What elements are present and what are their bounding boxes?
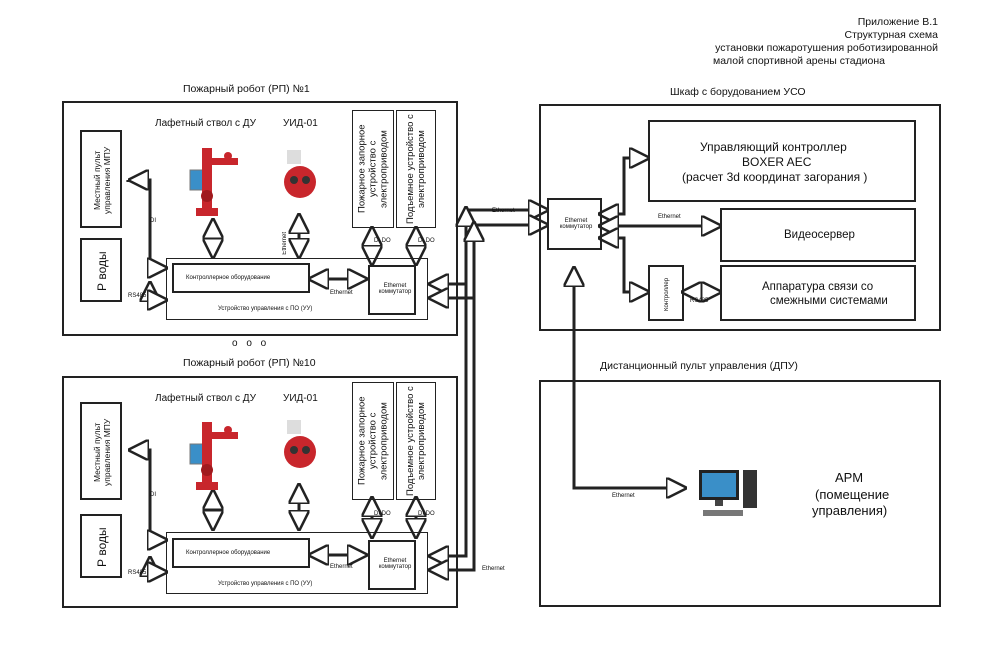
robot1-switch-box: Ethernet коммутатор [368, 265, 416, 315]
uso-comm-l2: смежными системами [770, 295, 888, 307]
ellipsis-dots: o o o [232, 338, 270, 349]
robot10-controller-text: Контроллерное оборудование [186, 550, 271, 556]
robot1-controller-box: Контроллерное оборудование [172, 263, 310, 293]
robot10-uid-label: УИД-01 [283, 393, 318, 404]
appendix-line-4: малой спортивной арены стадиона [712, 55, 885, 67]
robot10-lift-box: Подъемное устройство с электроприводом [396, 382, 436, 500]
robot10-dido-1: DI,DO [374, 511, 391, 517]
robot10-controller-box: Контроллерное оборудование [172, 538, 310, 568]
arm-l1: АРМ [835, 470, 864, 485]
robot10-rs485: RS485 [128, 570, 147, 576]
uso-frame [539, 104, 941, 331]
uso-controller-l2: BOXER AEC [742, 155, 812, 169]
robot10-frame [62, 376, 458, 608]
robot1-rs485: RS485 [128, 293, 147, 299]
appendix-line-2: Структурная схема [844, 29, 939, 41]
uso-small-ctrl-text: Контроллер [664, 277, 670, 311]
robot1-valve-text: Пожарное запорное устройство с электропр… [356, 124, 390, 214]
robot1-mpu-text: Местный пульт управления МПУ [92, 146, 112, 214]
dpu-title: Дистанционный пульт управления (ДПУ) [600, 360, 798, 372]
robot10-water-box: Р воды [80, 514, 122, 578]
robot10-uu-label: Устройство управления с ПО (УУ) [218, 581, 313, 587]
robot1-uu-frame [166, 258, 428, 320]
robot10-di-label: DI [150, 492, 156, 498]
robot1-valve-box: Пожарное запорное устройство с электропр… [352, 110, 394, 228]
robot1-di-label: DI [150, 218, 156, 224]
uid-sensor-icon [280, 420, 320, 475]
robot10-eth-inner: Ethernet [330, 564, 353, 570]
robot10-water-text: Р воды [95, 527, 109, 567]
uso-controller-l3: (расчет 3d координат загорания ) [682, 170, 868, 184]
uso-switch-box: Ethernet коммутатор [547, 198, 602, 250]
robot1-monitor-label: Лафетный ствол с ДУ [155, 118, 256, 129]
fire-monitor-icon [180, 130, 240, 220]
robot1-water-text: Р воды [95, 251, 109, 291]
robot10-lift-text: Подъемное устройство с электроприводом [405, 386, 427, 496]
uso-comm-l1: Аппаратура связи со [762, 281, 874, 293]
robot1-lift-text: Подъемное устройство с электроприводом [405, 114, 427, 224]
robot1-uu-label: Устройство управления с ПО (УУ) [218, 306, 313, 312]
robot10-mpu-text: Местный пульт управления МПУ [92, 418, 112, 486]
robot1-frame [62, 101, 458, 336]
uso-video-box: Видеосервер [720, 208, 916, 262]
uso-title: Шкаф с борудованием УСО [670, 86, 806, 98]
robot1-lift-box: Подъемное устройство с электроприводом [396, 110, 436, 228]
eth-bottom-label: Ethernet [482, 566, 505, 572]
uso-small-ctrl-box: Контроллер [648, 265, 684, 321]
robot1-water-box: Р воды [80, 238, 122, 302]
uso-switch-text: Ethernet коммутатор [559, 218, 593, 230]
robot1-switch-text: Ethernet коммутатор [378, 283, 412, 295]
robot1-title: Пожарный робот (РП) №1 [183, 83, 310, 95]
appendix-line-1: Приложение В.1 [857, 16, 938, 28]
robot10-dido-2: DI,DO [418, 511, 435, 517]
uso-controller-box: Управляющий контроллер BOXER AEC (расчет… [648, 120, 916, 202]
robot1-uid-label: УИД-01 [283, 118, 318, 129]
robot10-monitor-label: Лафетный ствол с ДУ [155, 393, 256, 404]
appendix-line-3: установки пожаротушения роботизированной [715, 42, 938, 54]
arm-l2: (помещение [815, 487, 890, 502]
dpu-frame [539, 380, 941, 607]
uso-eth-in: Ethernet [492, 208, 515, 214]
computer-icon [697, 468, 759, 522]
uso-comm-box: Аппаратура связи со смежными системами [720, 265, 916, 321]
robot10-mpu-box: Местный пульт управления МПУ [80, 402, 122, 500]
uid-sensor-icon [280, 150, 320, 205]
robot1-controller-text: Контроллерное оборудование [186, 275, 271, 281]
robot10-title: Пожарный робот (РП) №10 [183, 357, 316, 369]
robot1-eth-inner: Ethernet [330, 290, 353, 296]
uso-rs485: RS485 [690, 298, 709, 304]
uso-video-text: Видеосервер [784, 229, 855, 241]
uso-eth-video: Ethernet [658, 214, 681, 220]
robot10-valve-text: Пожарное запорное устройство с электропр… [356, 396, 390, 486]
robot1-eth-uid: Ethernet [282, 232, 288, 255]
robot1-mpu-box: Местный пульт управления МПУ [80, 130, 122, 228]
robot10-valve-box: Пожарное запорное устройство с электропр… [352, 382, 394, 500]
robot10-switch-text: Ethernet коммутатор [378, 558, 412, 570]
arm-l3: управления) [812, 503, 888, 518]
fire-monitor-icon [180, 404, 240, 494]
robot10-switch-box: Ethernet коммутатор [368, 540, 416, 590]
uso-controller-l1: Управляющий контроллер [700, 140, 847, 154]
robot10-uu-frame [166, 532, 428, 594]
robot1-dido-2: DI,DO [418, 238, 435, 244]
robot1-dido-1: DI,DO [374, 238, 391, 244]
dpu-eth-label: Ethernet [612, 493, 635, 499]
